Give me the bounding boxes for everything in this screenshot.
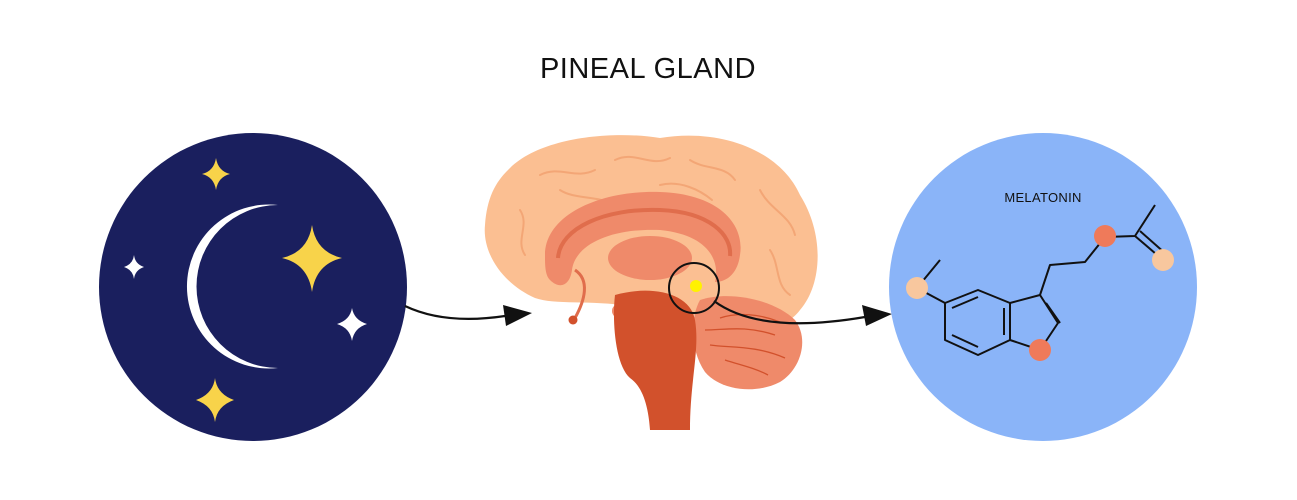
arrowhead-icon: [862, 305, 892, 326]
fornix: [573, 268, 586, 319]
pineal-gland-marker-ring: [668, 262, 720, 314]
star-icon: [282, 225, 342, 292]
star-icon: [337, 308, 367, 341]
night-sky-panel: [99, 133, 407, 441]
nitrogen-atom: [1029, 339, 1051, 361]
corpus-callosum-inner: [556, 207, 733, 259]
nitrogen-atom: [1094, 225, 1116, 247]
melatonin-structure: [916, 204, 1167, 356]
arrowhead-icon: [503, 305, 532, 326]
star-icon: [196, 378, 234, 422]
arrow-night-to-brain: [404, 305, 506, 320]
star-icon: [202, 158, 230, 190]
melatonin-label: MELATONIN: [1004, 190, 1081, 205]
night-sky-circle: [99, 133, 407, 441]
mammillary-body: [568, 315, 578, 325]
star-icon: [124, 255, 144, 279]
pineal-gland-highlight: [690, 280, 702, 292]
thalamus: [608, 236, 692, 280]
diagram-title: PINEAL GLAND: [540, 53, 756, 85]
cerebellum: [693, 296, 803, 390]
oxygen-atom: [1152, 249, 1174, 271]
melatonin-panel: MELATONIN: [889, 133, 1197, 441]
cerebellum-branches: [704, 313, 786, 376]
brain-illustration: [484, 135, 818, 430]
oxygen-atom: [906, 277, 928, 299]
brainstem: [613, 290, 697, 430]
arrow-brain-to-melatonin: [713, 300, 866, 325]
